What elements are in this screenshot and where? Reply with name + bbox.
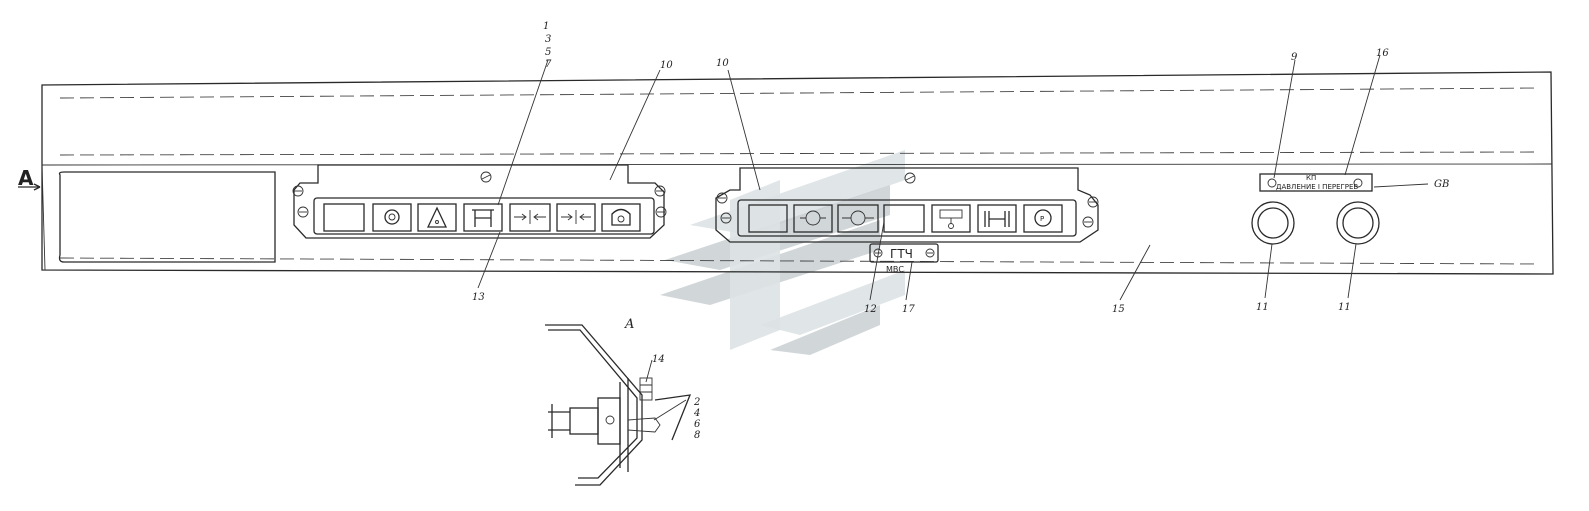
warning-icon — [417, 203, 457, 232]
indicator-blank — [748, 204, 788, 233]
mbc-label: МВС — [886, 265, 904, 274]
detail-view-label: A — [624, 317, 634, 332]
leader-lines — [477, 54, 1429, 301]
callout-8: 8 — [694, 430, 700, 441]
callout-11-left: 11 — [1256, 302, 1269, 313]
turbo-icon — [837, 204, 879, 233]
right-indicator-panel — [715, 167, 1099, 243]
callout-10-right: 10 — [716, 58, 729, 69]
right-indicators: P — [748, 204, 1063, 233]
parking-brake-icon: P — [1023, 204, 1063, 233]
left-indicators — [323, 203, 641, 232]
kp-text: ДАВЛЕНИЕ I ПЕРЕГРЕВ — [1276, 183, 1358, 191]
watermark-logo — [660, 150, 905, 355]
view-marker-letter: A — [18, 166, 34, 190]
callout-13: 13 — [472, 292, 485, 303]
callout-15: 15 — [1112, 304, 1125, 315]
callout-7: 7 — [545, 59, 552, 70]
left-indicator-panel — [292, 164, 667, 239]
axle-icon — [977, 204, 1017, 233]
callout-4: 4 — [693, 408, 700, 419]
callout-17: 17 — [902, 304, 915, 315]
detail-view-a: A 14 2 4 6 8 — [545, 317, 701, 486]
callout-10-left: 10 — [660, 60, 673, 71]
trailer-icon — [931, 204, 971, 233]
callout-gv: GB — [1434, 179, 1449, 190]
callout-1: 1 — [543, 21, 549, 32]
diff-arrows-icon — [509, 203, 551, 232]
callout-11-right: 11 — [1338, 302, 1351, 313]
kp-plate: КП ДАВЛЕНИЕ I ПЕРЕГРЕВ — [1259, 173, 1373, 192]
left-gauge — [1251, 201, 1295, 245]
kp-title: КП — [1306, 174, 1316, 182]
callout-16: 16 — [1376, 48, 1389, 59]
callout-9: 9 — [1291, 52, 1298, 63]
callout-2: 2 — [693, 397, 700, 408]
callout-6: 6 — [694, 419, 701, 430]
gtch-plate: ГТЧ МВС — [869, 243, 939, 274]
main-panel — [41, 71, 1554, 275]
axle-lock-icon — [463, 203, 503, 232]
indicator-blank — [883, 204, 925, 233]
callout-3: 3 — [545, 34, 551, 45]
indicator-blank — [323, 203, 365, 232]
callouts: 1 3 5 7 10 10 13 9 16 GB 11 11 15 12 17 — [472, 21, 1449, 315]
callout-5: 5 — [545, 47, 551, 58]
svg-text:P: P — [1040, 215, 1044, 223]
right-gauge — [1336, 201, 1380, 245]
pump-icon — [793, 204, 833, 233]
gtch-label: ГТЧ — [890, 247, 913, 261]
callout-12: 12 — [864, 304, 877, 315]
oil-can-icon — [601, 203, 641, 232]
brake-icon — [372, 203, 412, 232]
diff-arrows-icon — [556, 203, 596, 232]
view-marker: A — [18, 166, 41, 191]
callout-14: 14 — [652, 354, 665, 365]
